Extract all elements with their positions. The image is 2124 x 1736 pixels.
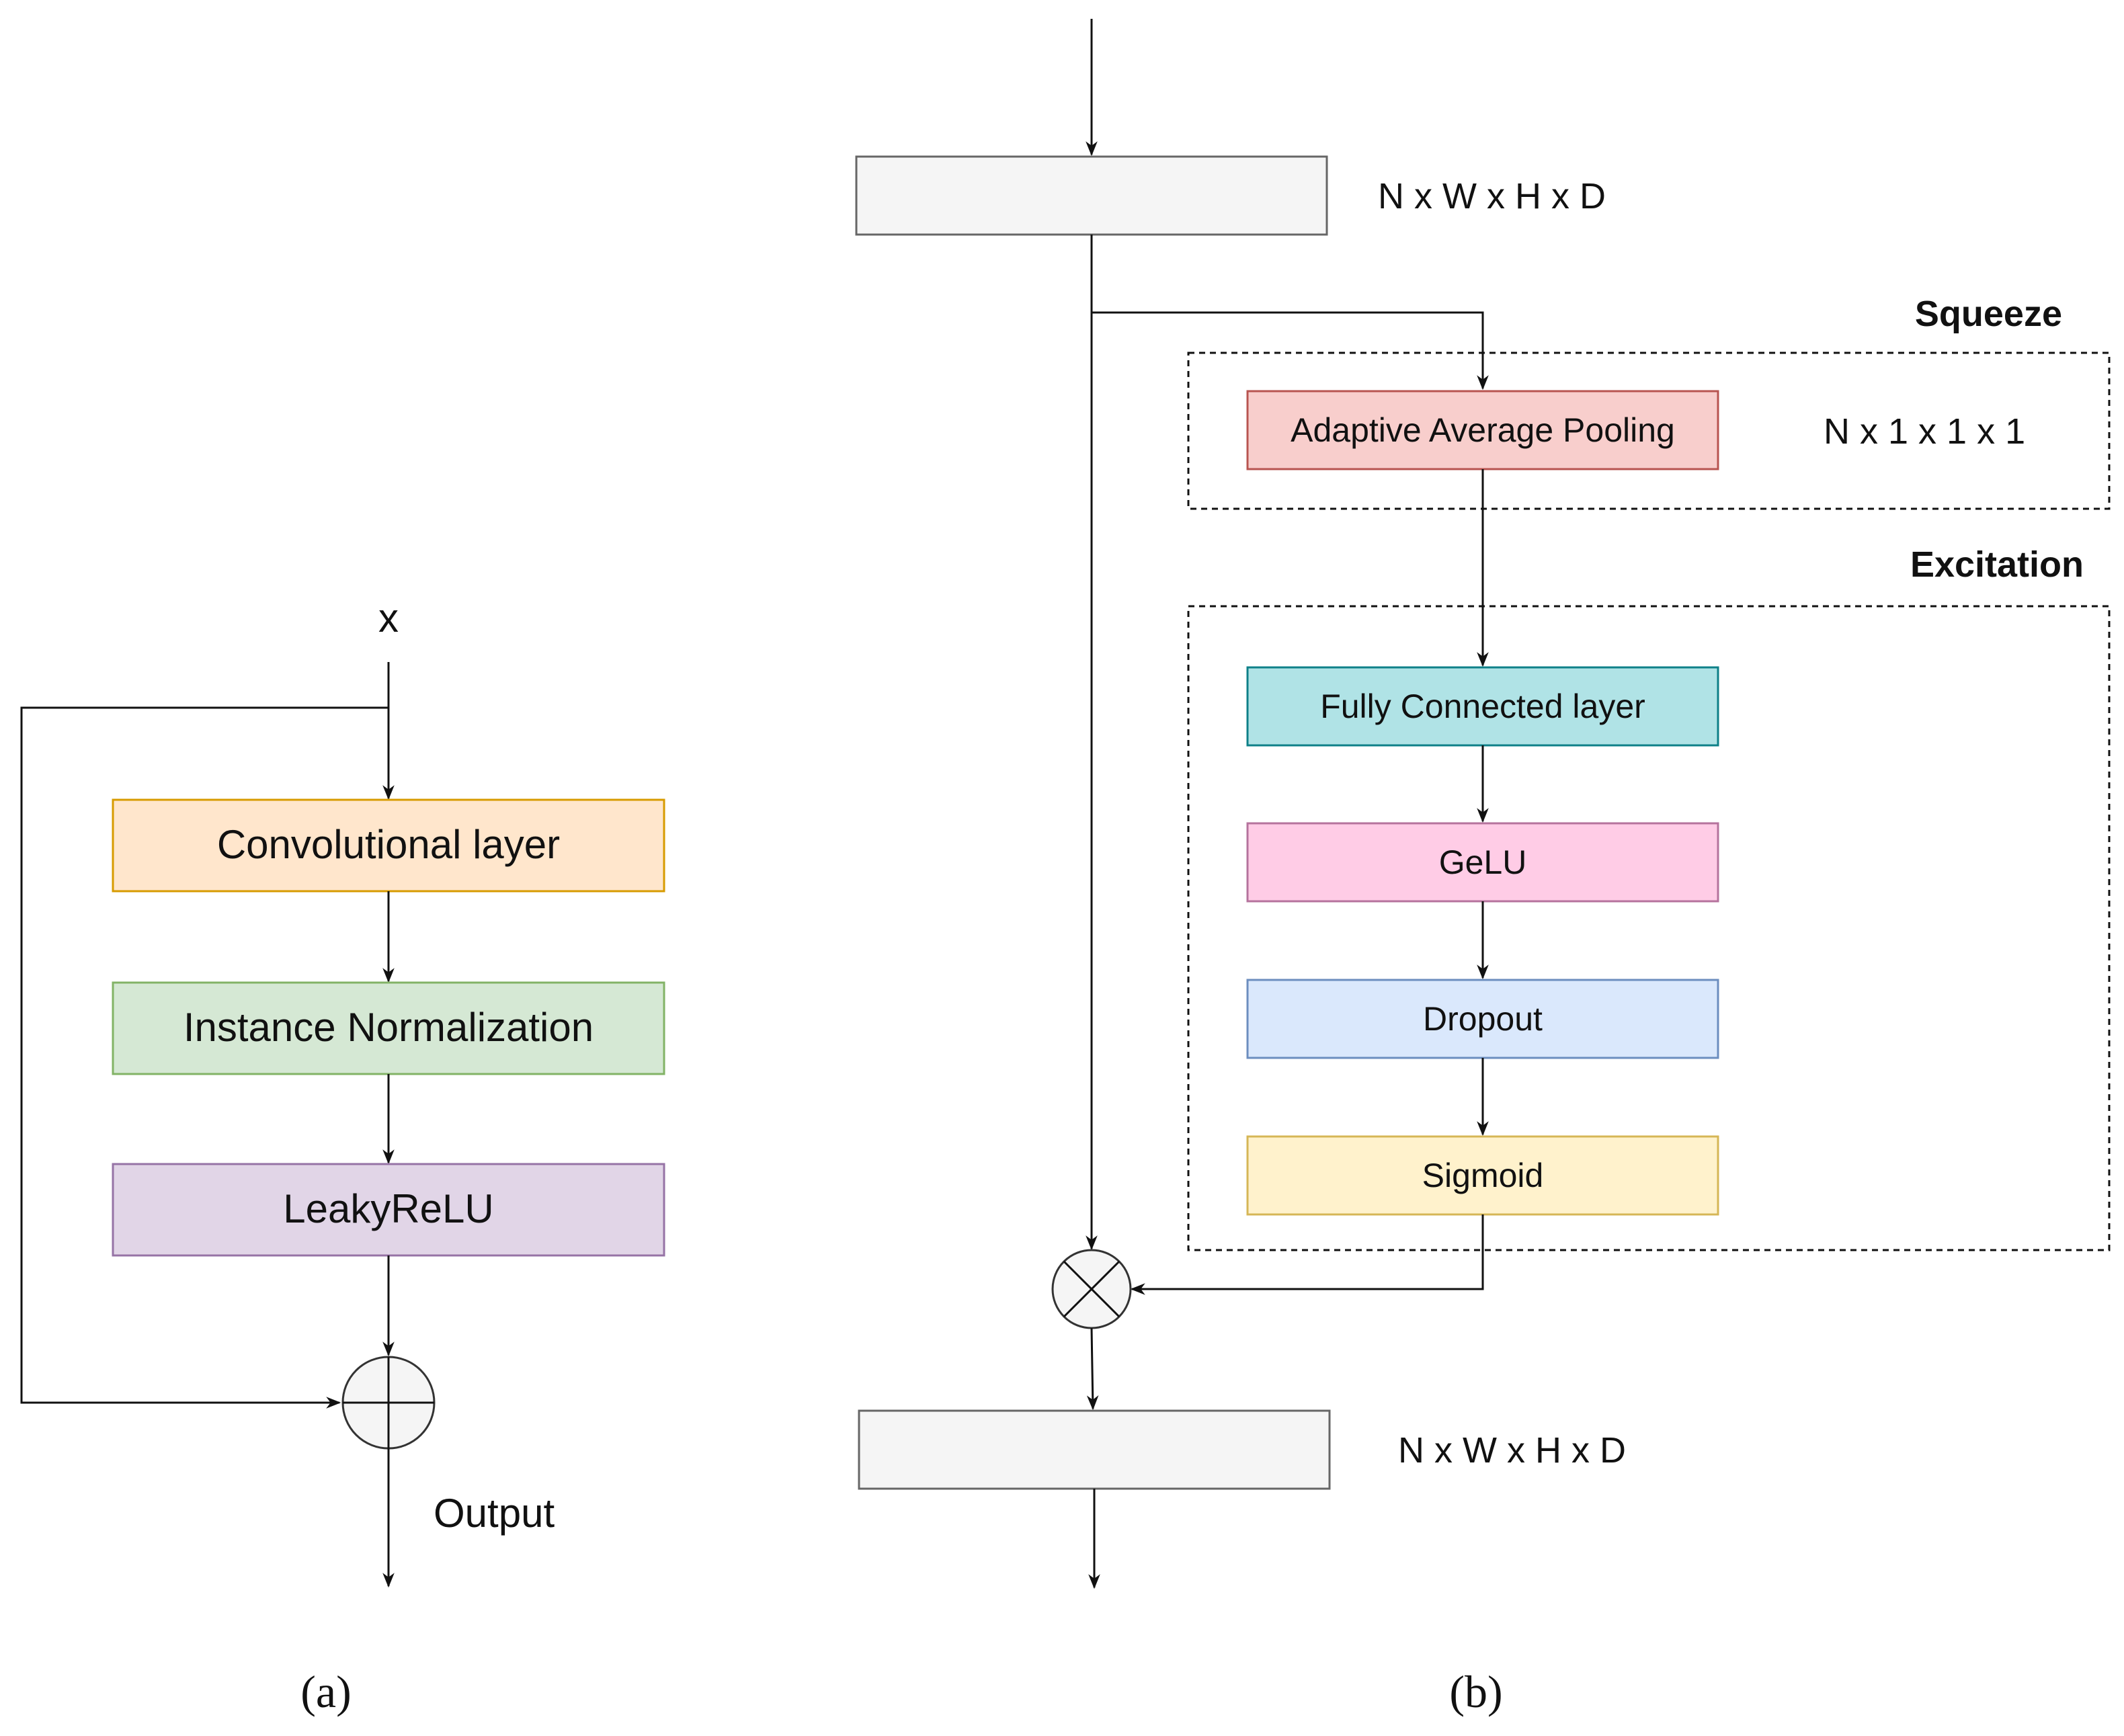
input-dim-label: N x W x H x D: [1378, 176, 1606, 216]
gelu-label: GeLU: [1439, 843, 1527, 881]
fully-connected-layer-block: [1246, 666, 1719, 747]
adaptive-average-pooling-label: Adaptive Average Pooling: [1291, 411, 1675, 449]
dropout-label: Dropout: [1423, 1000, 1543, 1038]
caption-b: (b): [1449, 1666, 1502, 1717]
instance-normalization-block: [112, 981, 665, 1075]
arrow-sigmoid-to-multiply: [1130, 1214, 1484, 1295]
excitation-title: Excitation: [1910, 544, 2084, 585]
circle-times-icon: [1051, 1249, 1132, 1329]
squeeze-branch: [1092, 311, 1489, 390]
fully-connected-layer-label: Fully Connected layer: [1320, 688, 1645, 725]
squeeze-dim-label: N x 1 x 1 x 1: [1824, 411, 2025, 452]
sigmoid-block: [1246, 1135, 1719, 1216]
output-label: Output: [434, 1491, 555, 1536]
excitation-group: [1187, 605, 2111, 1251]
leakyrelu-label: LeakyReLU: [283, 1186, 494, 1231]
sigmoid-label: Sigmoid: [1422, 1157, 1544, 1194]
arrow-multiply-to-output: [1086, 1327, 1099, 1411]
squeeze-title: Squeeze: [1915, 294, 2062, 334]
leakyrelu-block: [112, 1163, 665, 1257]
gelu-block: [1246, 822, 1719, 903]
panel-a: x Convolutional layer Instance Normaliza…: [20, 595, 665, 1717]
instance-normalization-label: Instance Normalization: [183, 1005, 594, 1050]
output-dim-label: N x W x H x D: [1398, 1430, 1626, 1471]
input-tensor-block: [855, 155, 1328, 236]
panel-b: N x W x H x D Squeeze Adaptive Average P…: [855, 19, 2111, 1717]
convolutional-layer-block: [112, 798, 665, 893]
input-x-label: x: [378, 595, 399, 640]
dropout-block: [1246, 979, 1719, 1059]
output-tensor-block: [858, 1409, 1331, 1490]
skip-connection: [20, 706, 389, 1409]
squeeze-group: [1187, 352, 2111, 510]
caption-a: (a): [300, 1666, 351, 1717]
circle-plus-icon: [341, 1356, 436, 1450]
convolutional-layer-label: Convolutional layer: [217, 822, 560, 867]
